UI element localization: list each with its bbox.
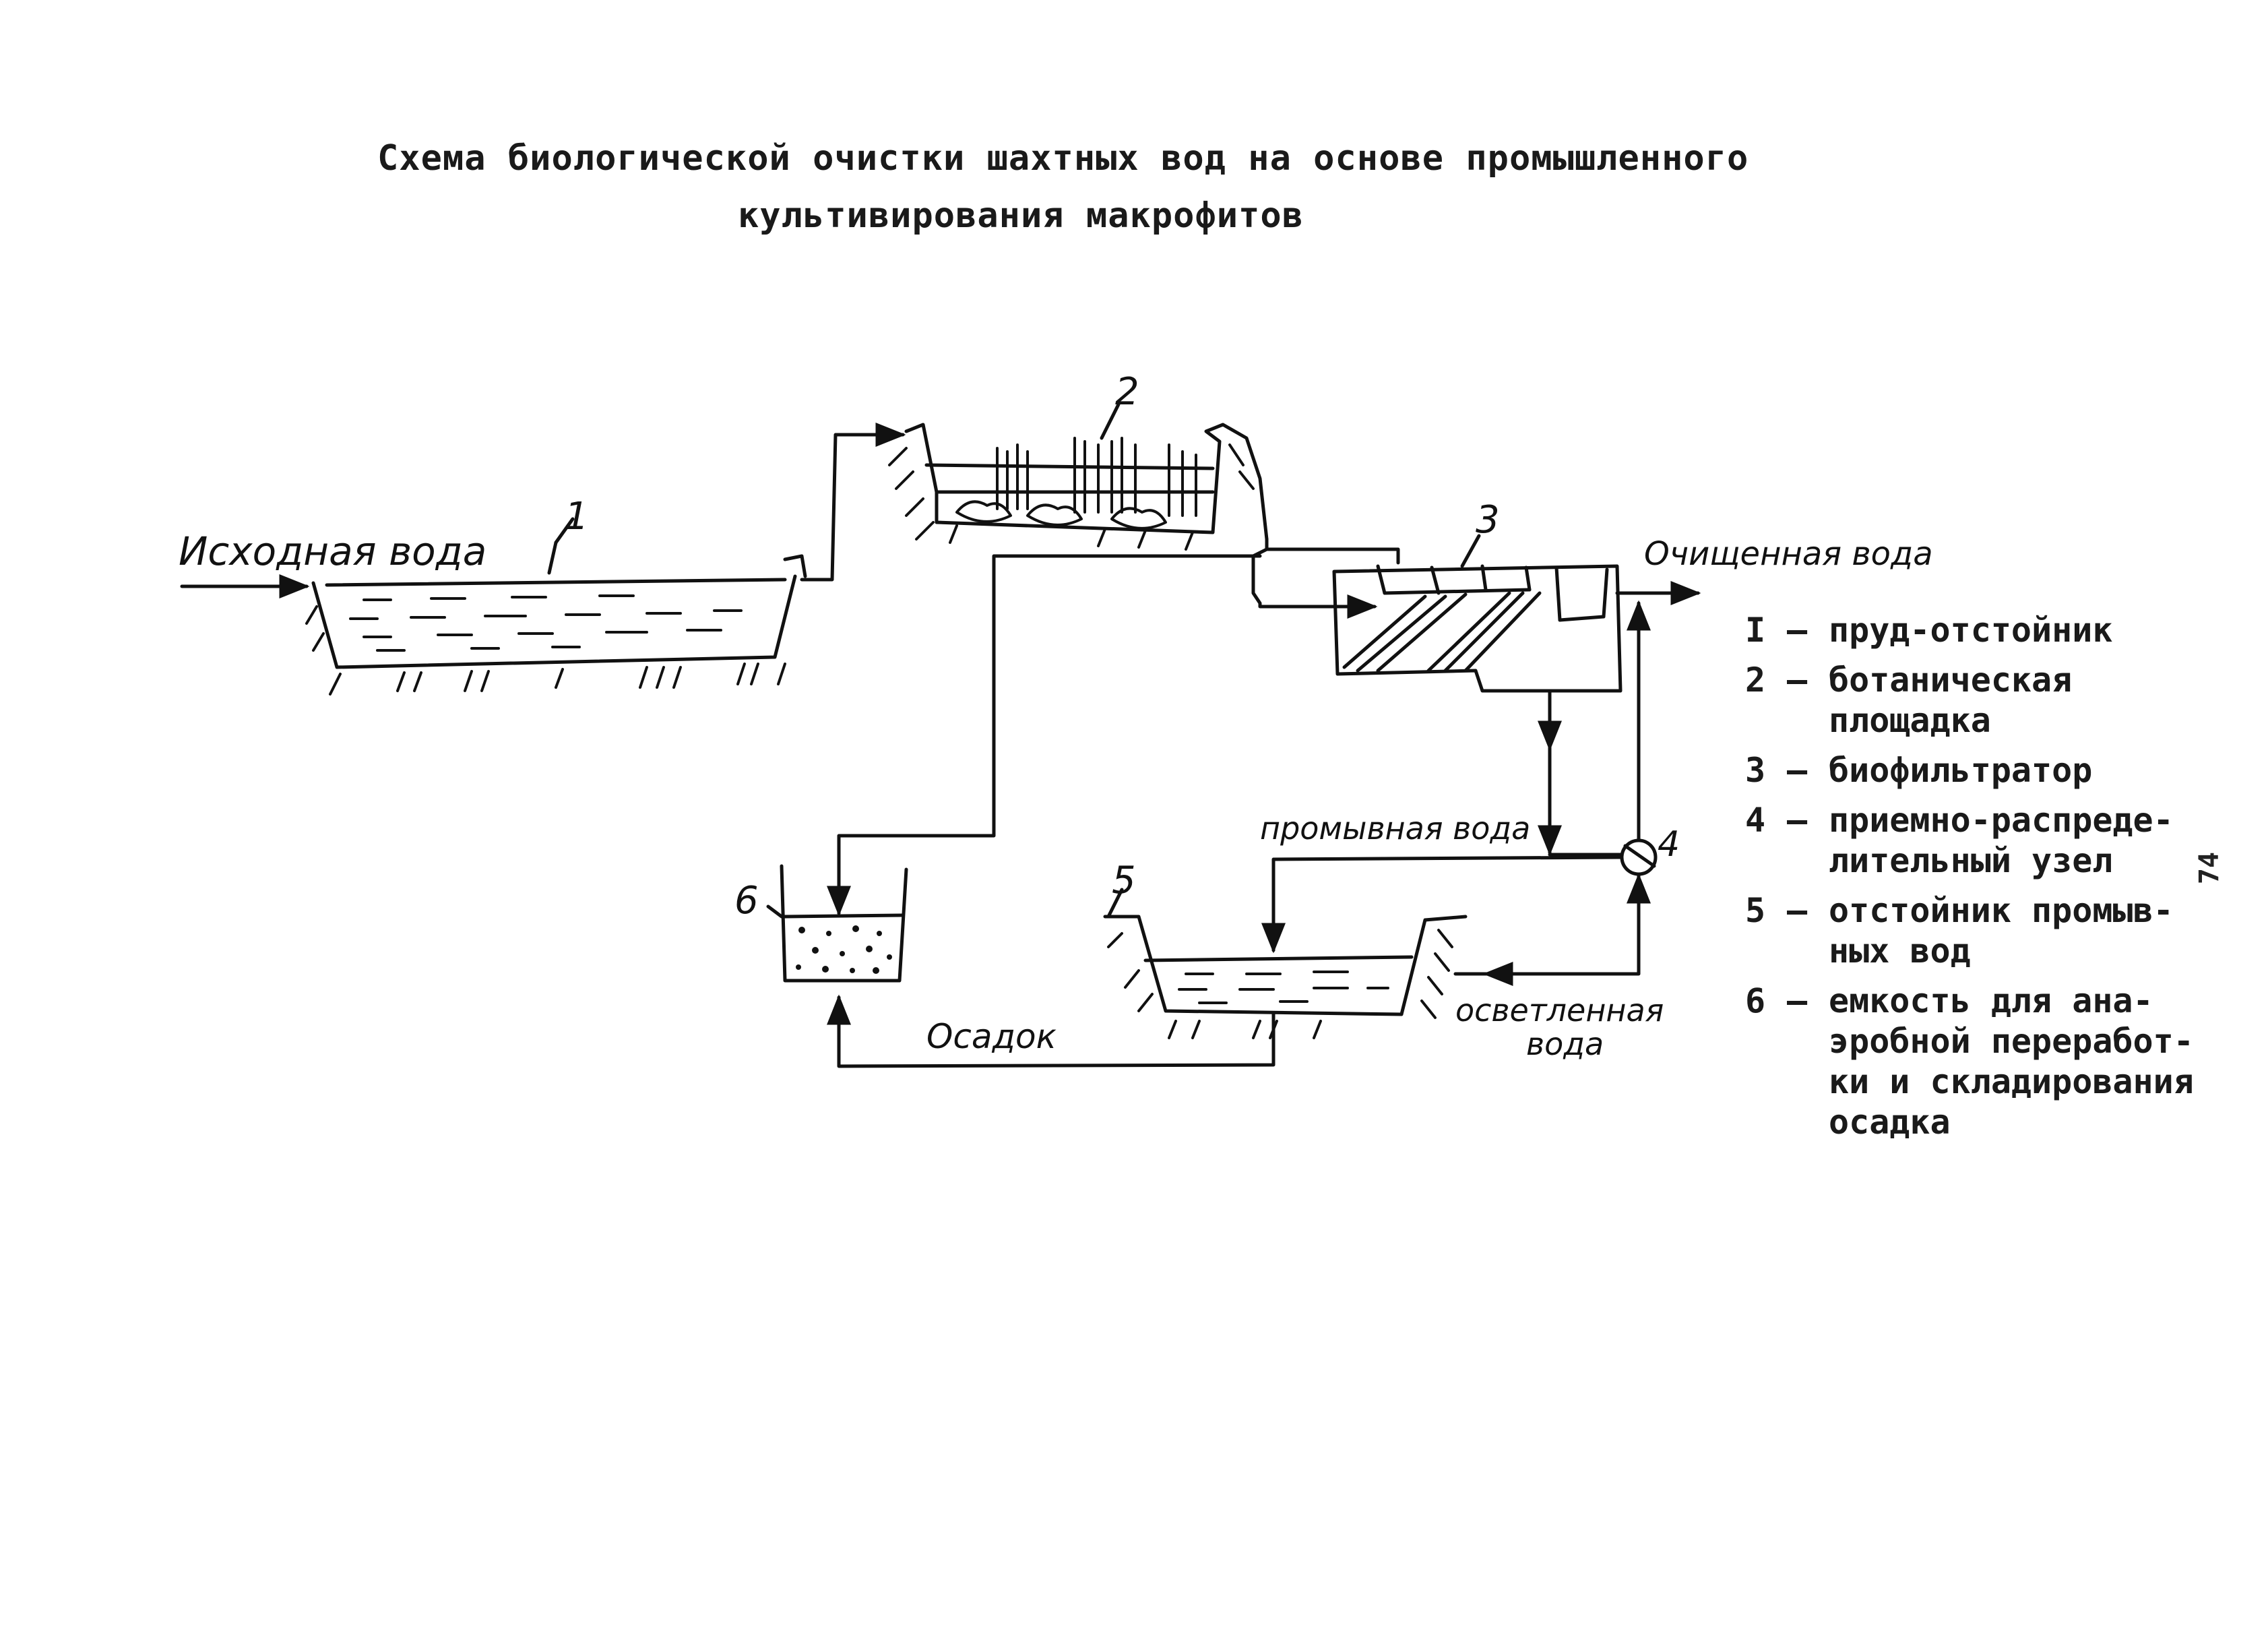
- anaerobic-tank-6: [766, 864, 908, 983]
- legend-item-2: 2 – ботаническая площадка: [1745, 660, 2244, 741]
- legend-text: пруд-отстойник: [1829, 611, 2113, 650]
- label-sludge: Осадок: [926, 1017, 1057, 1056]
- label-source-water: Исходная вода: [179, 528, 486, 574]
- legend-number: 5: [1745, 891, 1766, 930]
- label-number-3: 3: [1476, 498, 1500, 542]
- label-number-2: 2: [1115, 370, 1139, 414]
- legend-item-6: 6 – емкость для ана- эробной переработ- …: [1745, 981, 2244, 1142]
- legend-text: биофильтратор: [1829, 751, 2093, 790]
- legend-item-5: 5 – отстойник промыв- ных вод: [1745, 890, 2244, 971]
- label-number-6: 6: [734, 879, 759, 923]
- label-treated-water: Очищенная вода: [1644, 535, 1933, 573]
- distribution-node-4: [1620, 838, 1658, 876]
- page-number: 74: [2194, 851, 2226, 885]
- label-clarified-water-line2: вода: [1526, 1026, 1604, 1062]
- diagram-title-line2: культивирования макрофитов: [738, 195, 1304, 236]
- settling-pond-1: [180, 517, 807, 696]
- legend-number: 6: [1745, 981, 1766, 1020]
- legend-number: I: [1745, 611, 1766, 650]
- legend-text: приемно-распреде- лительный узел: [1829, 801, 2174, 880]
- legend-number: 3: [1745, 751, 1766, 790]
- wash-water-settler-5: [1103, 888, 1468, 1039]
- label-number-5: 5: [1112, 859, 1136, 902]
- legend-item-3: 3 – биофильтратор: [1745, 750, 2244, 791]
- legend-item-1: I – пруд-отстойник: [1745, 610, 2244, 650]
- legend-text: емкость для ана- эробной переработ- ки и…: [1829, 981, 2194, 1142]
- botanical-area-2: [888, 402, 1269, 551]
- diagram-title-line1: Схема биологической очистки шахтных вод …: [377, 138, 1749, 179]
- legend-number: 4: [1745, 801, 1766, 840]
- legend: I – пруд-отстойник 2 – ботаническая площ…: [1745, 610, 2244, 1152]
- legend-text: ботаническая площадка: [1829, 660, 2073, 740]
- biofilter-3: [1332, 534, 1623, 693]
- legend-number: 2: [1745, 660, 1766, 700]
- label-number-4: 4: [1658, 824, 1680, 865]
- legend-item-4: 4 – приемно-распреде- лительный узел: [1745, 800, 2244, 881]
- label-clarified-water-line1: осветленная: [1455, 992, 1664, 1028]
- label-wash-water: промывная вода: [1260, 810, 1530, 847]
- label-number-1: 1: [565, 495, 589, 538]
- legend-text: отстойник промыв- ных вод: [1829, 891, 2174, 971]
